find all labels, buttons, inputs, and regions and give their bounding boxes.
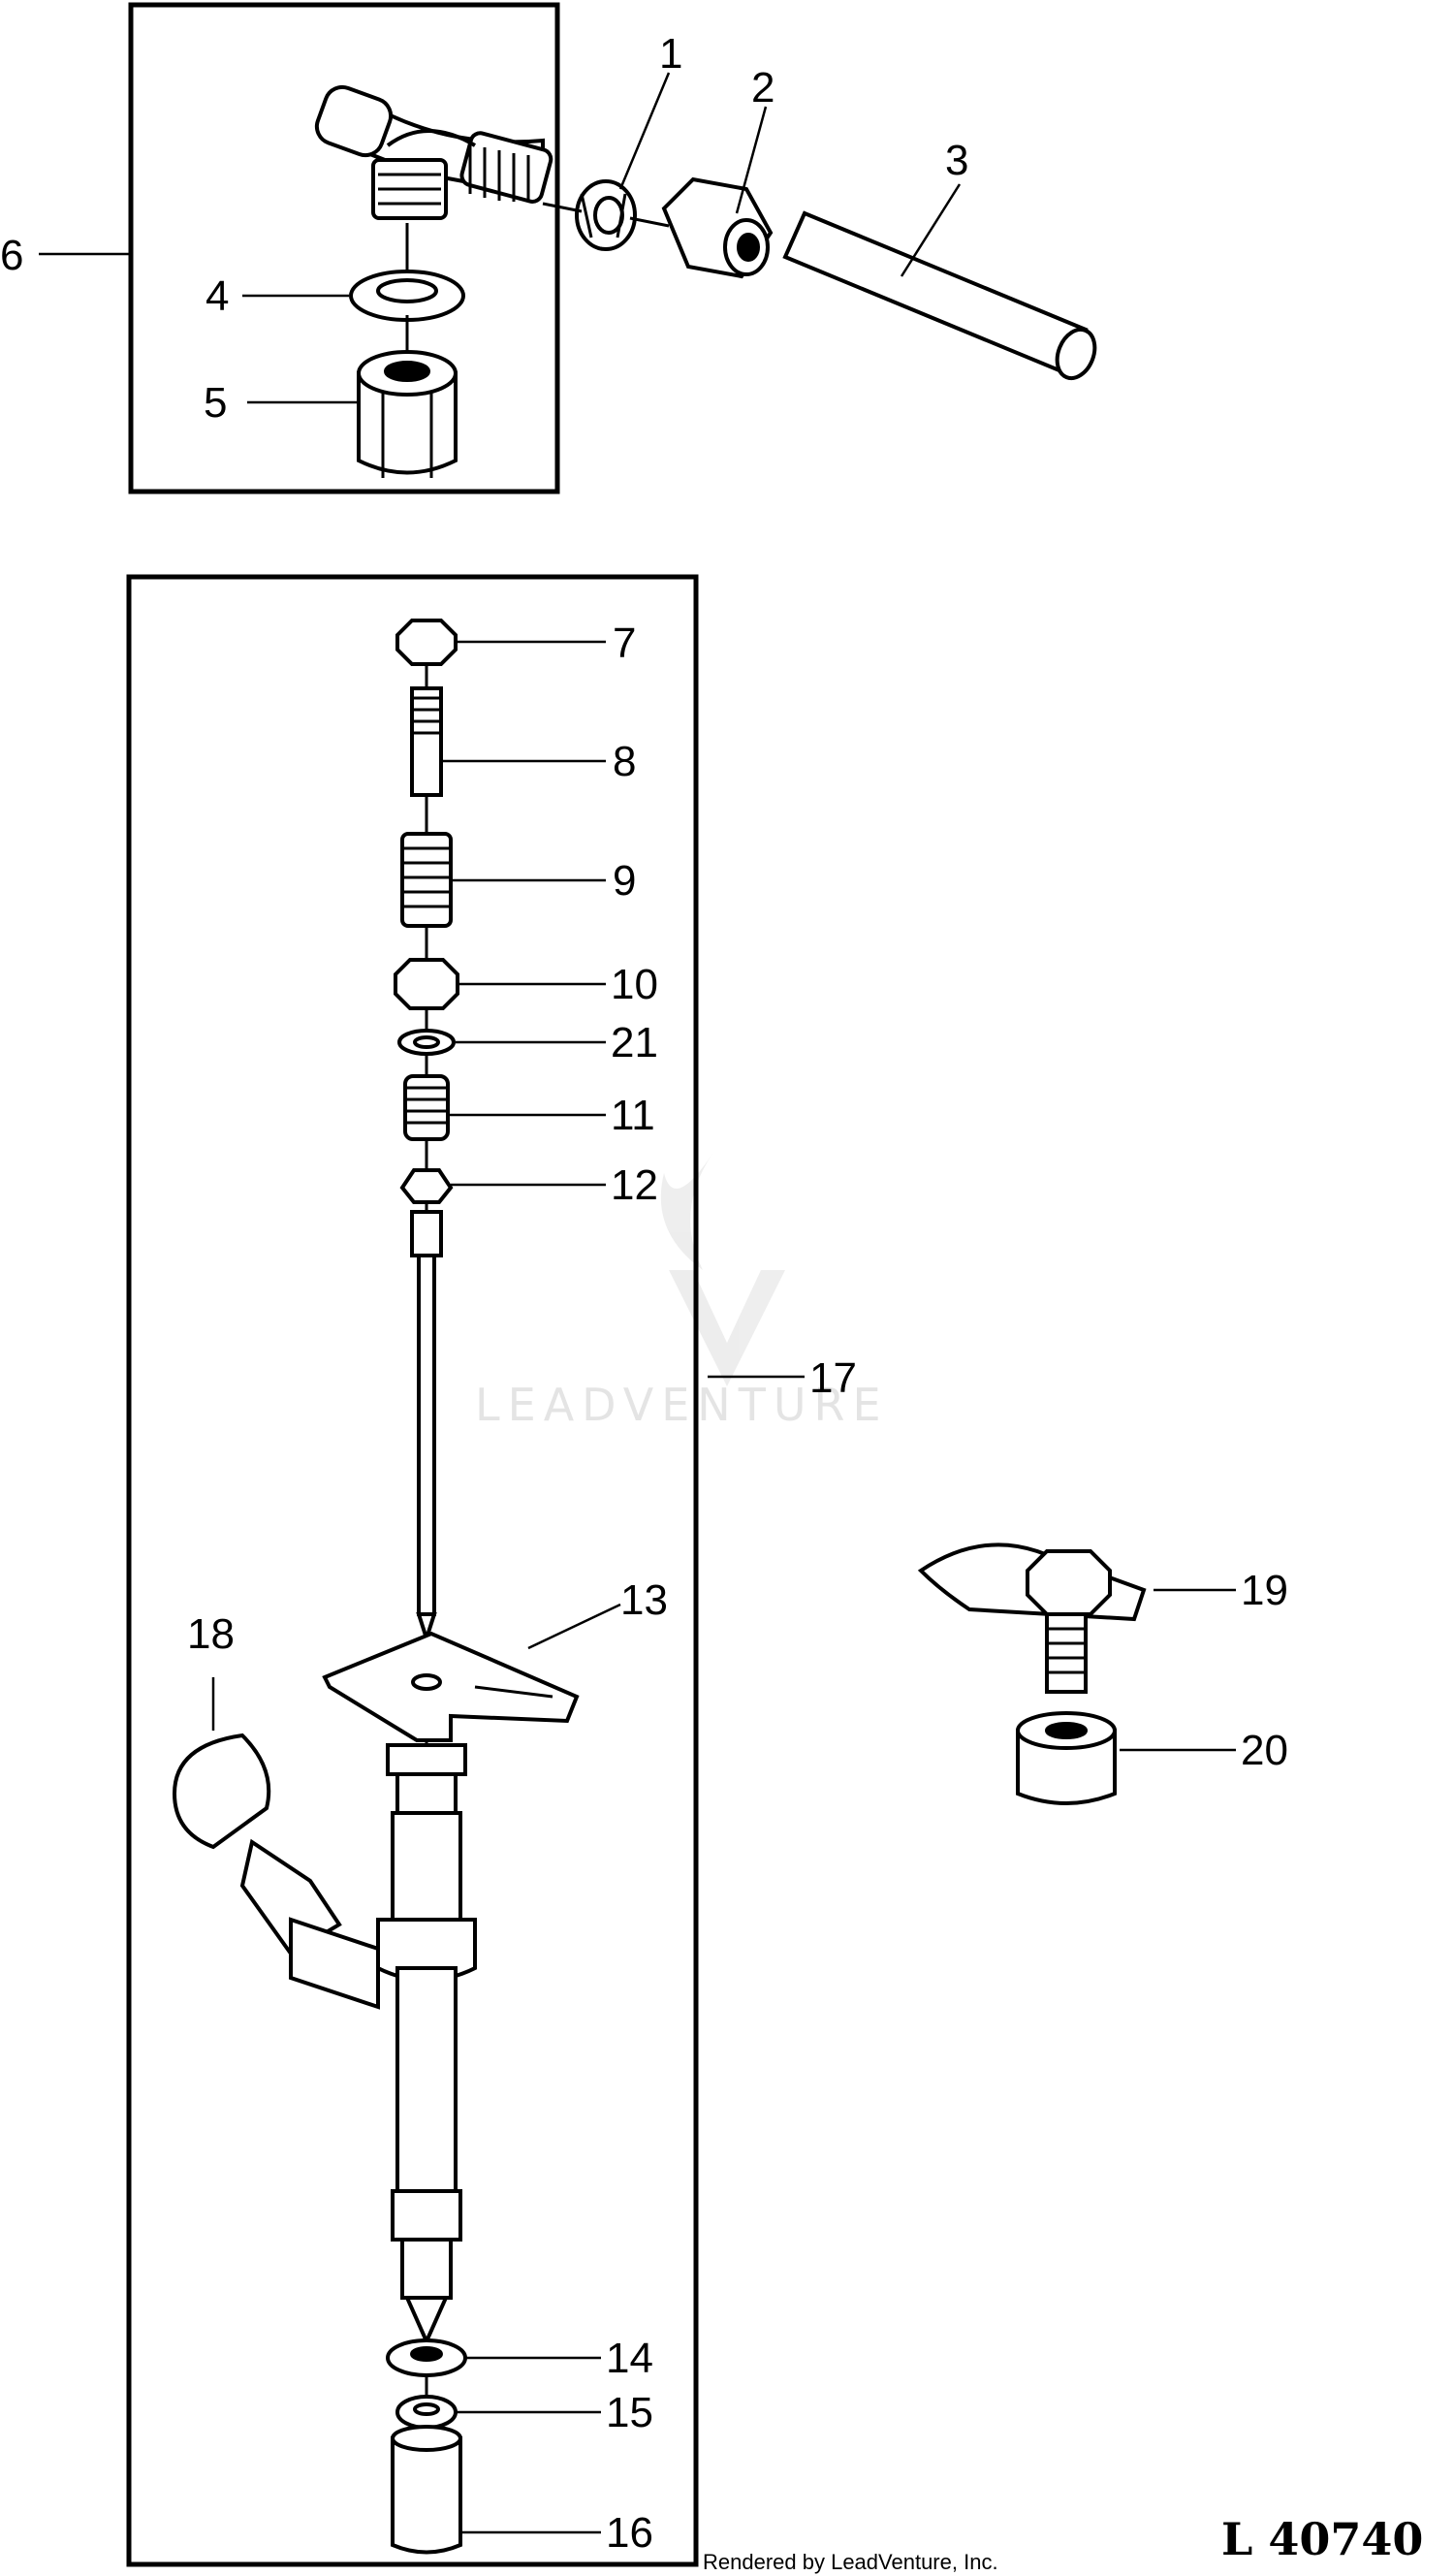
rendered-by-credit: Rendered by LeadVenture, Inc. (703, 2550, 998, 2574)
callout-10: 10 (611, 961, 658, 1008)
callout-4: 4 (205, 272, 229, 320)
injector-assembly-box (126, 574, 699, 2567)
callout-6: 6 (0, 232, 23, 279)
injector-stack (172, 619, 580, 2555)
nut-5 (357, 350, 458, 478)
callout-5: 5 (204, 379, 227, 427)
top-axis-lines (405, 202, 670, 354)
callout-11: 11 (611, 1092, 655, 1139)
callout-8: 8 (613, 738, 636, 785)
callout-labels: 1 2 3 6 4 5 7 8 9 10 21 11 12 17 13 18 1… (0, 30, 1288, 2557)
callout-14: 14 (606, 2335, 653, 2382)
tee-fitting (314, 84, 553, 220)
callout-19: 19 (1241, 1567, 1288, 1614)
callout-20: 20 (1241, 1727, 1288, 1774)
callout-7: 7 (613, 620, 636, 667)
nut-2 (661, 176, 774, 279)
watermark-text: LEADVENTURE (475, 1379, 889, 1431)
leader-lines (39, 72, 1236, 2534)
callout-16: 16 (606, 2509, 653, 2557)
reference-number: L 40740 (1221, 2513, 1423, 2565)
callout-3: 3 (945, 137, 968, 184)
tube-3 (782, 210, 1097, 381)
washer-1 (575, 179, 637, 251)
callout-17: 17 (809, 1354, 857, 1402)
callout-12: 12 (611, 1161, 658, 1209)
callout-18: 18 (187, 1610, 235, 1658)
callout-13: 13 (620, 1576, 668, 1624)
clamp-assembly (917, 1542, 1147, 1805)
callout-15: 15 (606, 2389, 653, 2436)
callout-1: 1 (659, 30, 682, 78)
callout-2: 2 (751, 64, 774, 111)
callout-21: 21 (611, 1019, 658, 1066)
tee-assembly-box (128, 2, 560, 494)
seal-4 (349, 270, 465, 322)
callout-9: 9 (613, 857, 636, 905)
